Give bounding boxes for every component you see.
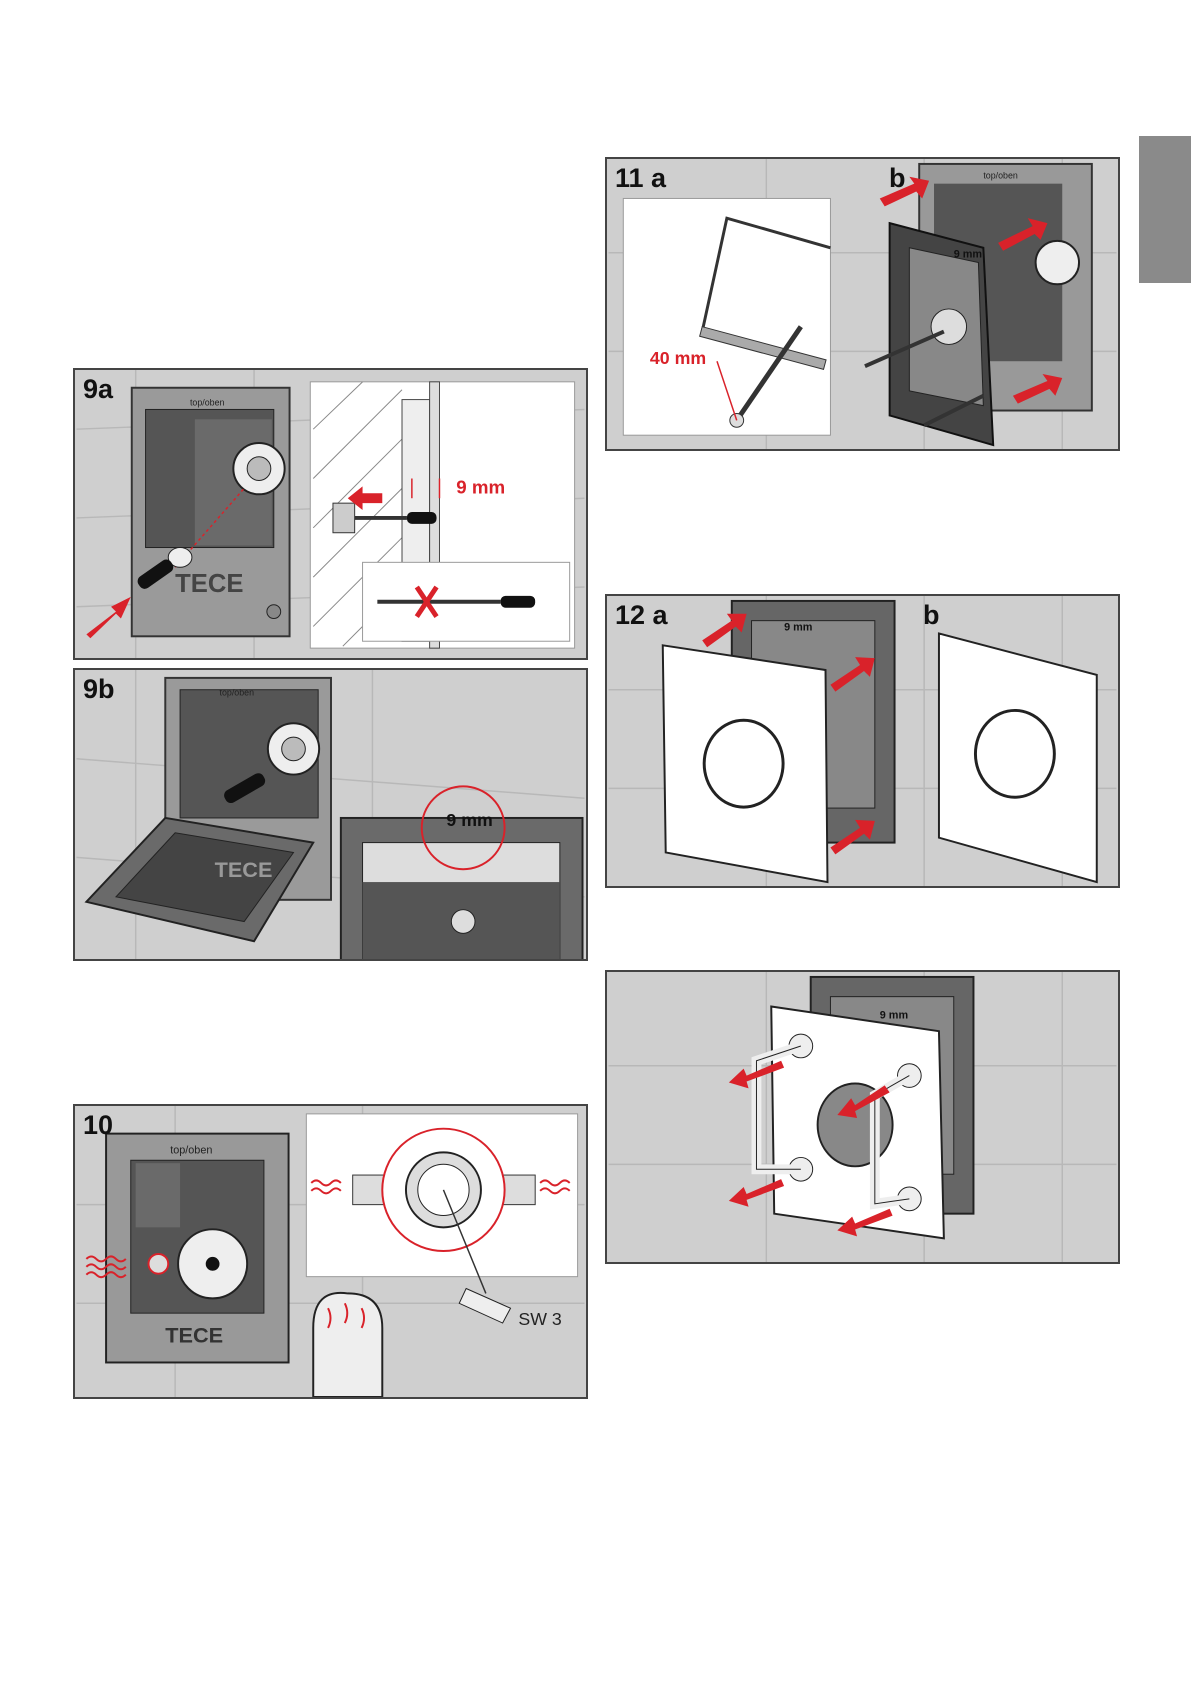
step-number: 12 a	[615, 600, 668, 631]
step-number: 9b	[83, 674, 115, 705]
arrow-icon	[86, 597, 130, 638]
figure-9b-illustration: top/oben TECE 9 mm	[75, 670, 586, 959]
figure-9a-illustration: TECE top/oben 9 mm	[75, 370, 586, 658]
frame-dimension-label: 9 mm	[784, 622, 812, 634]
figure-13-illustration: 9 mm	[607, 972, 1118, 1262]
frame-top-label: top/oben	[170, 1144, 212, 1156]
hex-key-icon	[459, 1288, 510, 1323]
figure-13: 9 mm	[605, 970, 1120, 1264]
dimension-label: 9 mm	[446, 810, 492, 830]
figure-11: 40 mm top/oben 9 mm 11 a b	[605, 157, 1120, 451]
figure-10: top/oben TECE SW 3 10	[73, 1104, 588, 1399]
frame-top-label: top/oben	[220, 688, 255, 698]
brand-logo: TECE	[175, 570, 243, 598]
dimension-label: 9 mm	[456, 476, 505, 497]
figure-11-illustration: 40 mm top/oben 9 mm	[607, 159, 1118, 449]
frame-top-label: top/oben	[983, 171, 1018, 181]
step-letter: b	[889, 163, 906, 194]
language-tab	[1139, 136, 1191, 283]
dimension-label: 40 mm	[650, 348, 706, 368]
frame-dimension-label: 9 mm	[954, 249, 982, 261]
step-number: 9a	[83, 374, 113, 405]
figure-12-illustration: 9 mm	[607, 596, 1118, 886]
tool-label: SW 3	[518, 1309, 562, 1329]
step-letter: b	[923, 600, 940, 631]
frame-dimension-label: 9 mm	[880, 1009, 908, 1021]
step-number: 11 a	[615, 163, 666, 194]
figure-9a: TECE top/oben 9 mm 9a	[73, 368, 588, 660]
figure-10-illustration: top/oben TECE SW 3	[75, 1106, 586, 1397]
frame-top-label: top/oben	[190, 398, 225, 408]
brand-logo: TECE	[215, 857, 273, 882]
step-number: 10	[83, 1110, 113, 1141]
figure-12: 9 mm 12 a b	[605, 594, 1120, 888]
figure-9b: top/oben TECE 9 mm 9b	[73, 668, 588, 961]
brand-logo: TECE	[165, 1323, 223, 1348]
